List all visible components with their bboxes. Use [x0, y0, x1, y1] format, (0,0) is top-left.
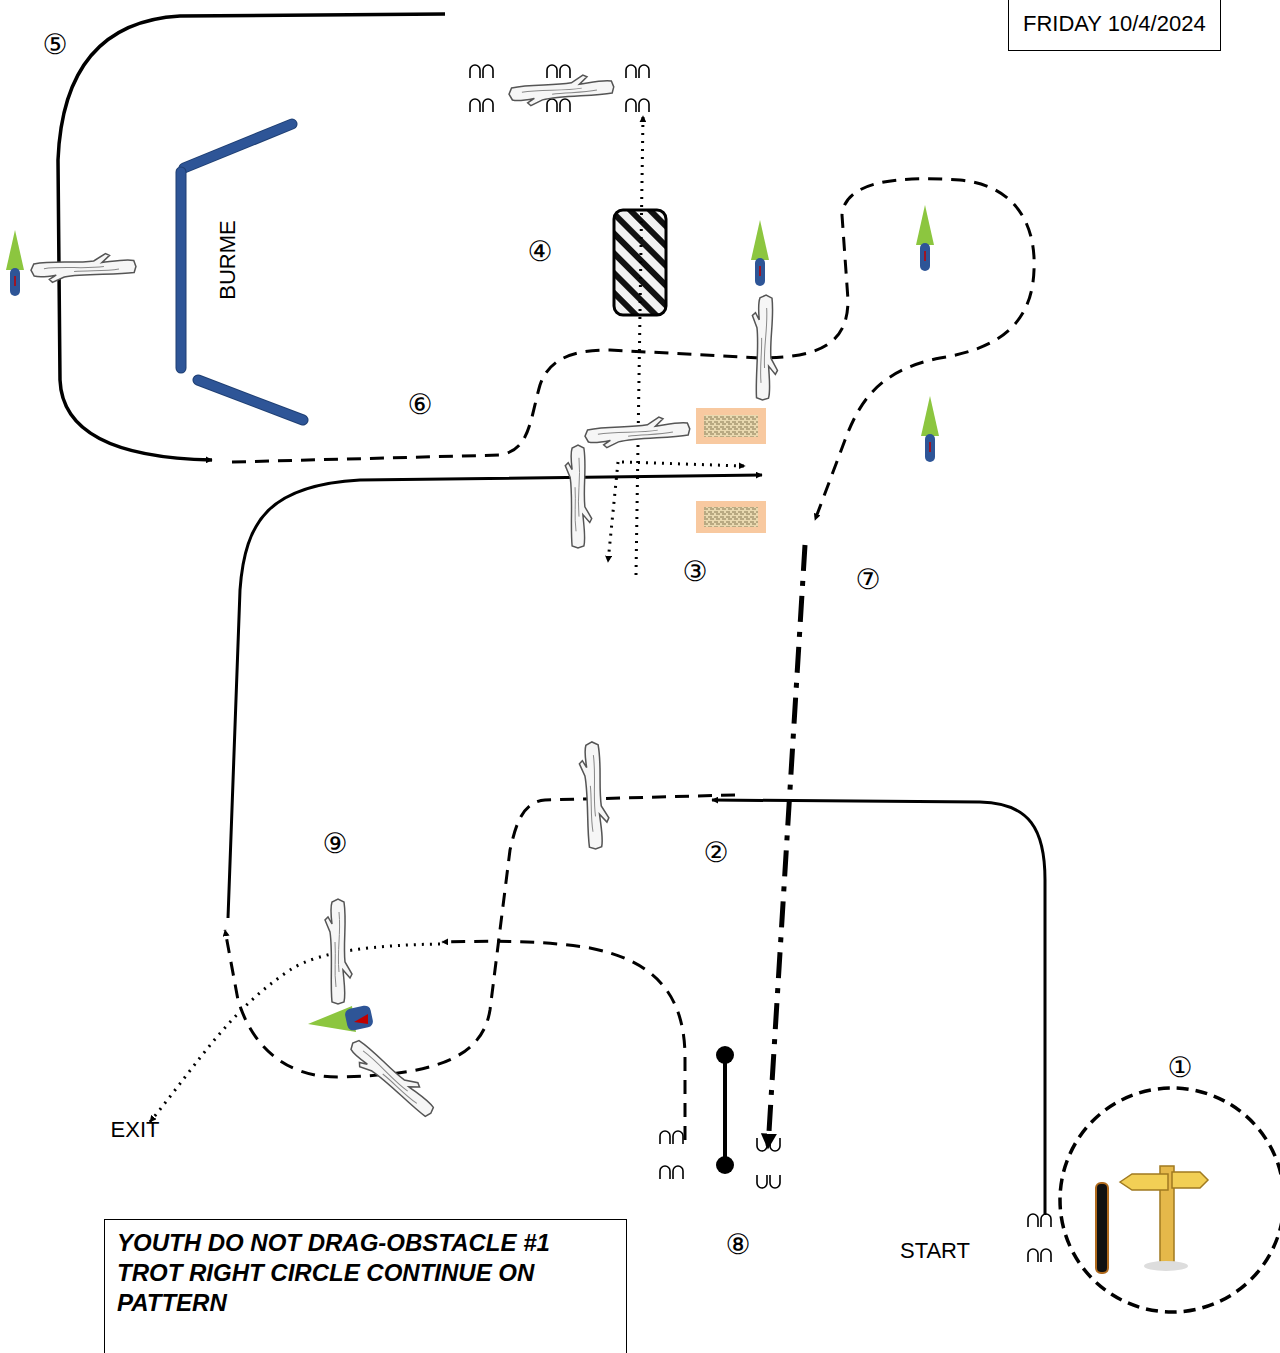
gate [716, 1046, 734, 1174]
note-box: YOUTH DO NOT DRAG-OBSTACLE #1 TROT RIGHT… [104, 1219, 627, 1353]
callout-number: ④ [527, 238, 552, 266]
flag-marker [308, 1005, 374, 1032]
date-box: FRIDAY 10/4/2024 [1008, 0, 1221, 51]
hay-bale [696, 501, 766, 533]
callout-number: ⑤ [42, 31, 67, 59]
course-label: START [900, 1240, 970, 1262]
callout-number: ⑥ [407, 391, 432, 419]
box-text: FRIDAY 10/4/2024 [1023, 10, 1206, 38]
hay-bale [696, 408, 766, 444]
callout-number: ⑧ [725, 1231, 750, 1259]
box-text: YOUTH DO NOT DRAG-OBSTACLE #1 TROT RIGHT… [117, 1228, 587, 1318]
route-lines [58, 14, 1045, 1215]
hay-texture [704, 507, 758, 527]
callout-number: ③ [682, 558, 707, 586]
mailbox-obstacle [1060, 1088, 1280, 1312]
callout-number: ① [1167, 1054, 1192, 1082]
trees [6, 205, 939, 462]
callout-number: ⑦ [855, 566, 880, 594]
callout-number: ② [703, 839, 728, 867]
course-label: EXIT [111, 1119, 160, 1141]
callout-number: ⑨ [322, 830, 347, 858]
logs [31, 73, 781, 1123]
course-label: BURME [217, 220, 239, 299]
cone-markers [470, 65, 1051, 1262]
hay-texture [704, 415, 758, 437]
burme-wall [181, 124, 303, 420]
